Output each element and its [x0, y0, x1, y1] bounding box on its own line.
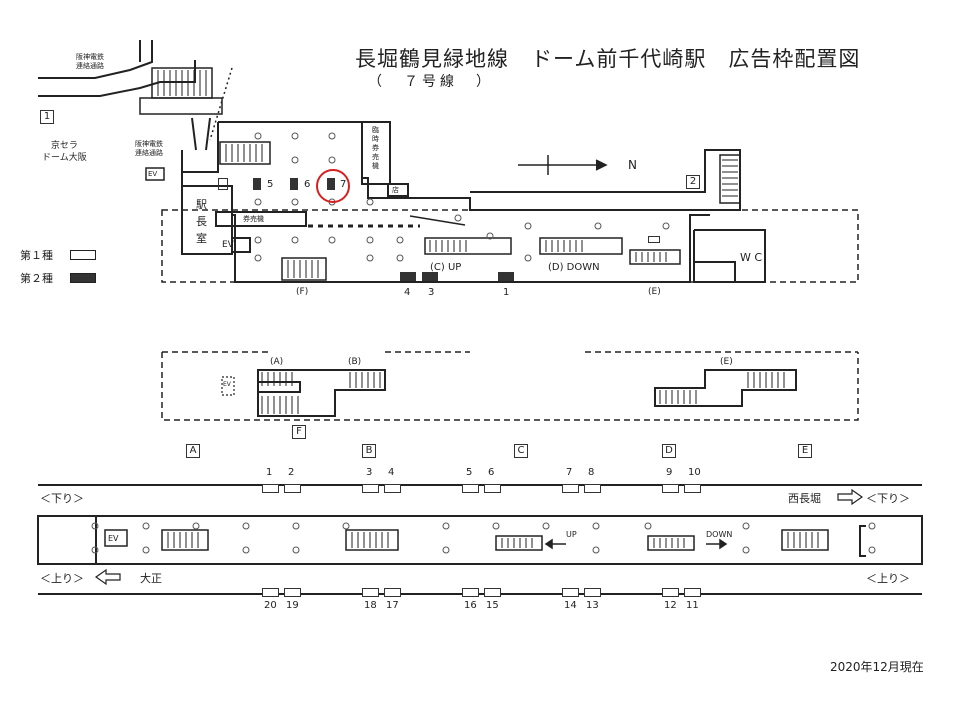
legend-type2-swatch: [70, 273, 96, 283]
platform-ad-frame[interactable]: [384, 484, 401, 493]
ad-frame-1[interactable]: [498, 272, 514, 281]
platform-ad-frame[interactable]: [662, 588, 679, 597]
ad-number-6: 6: [304, 179, 311, 190]
platform-top-number: 10: [688, 467, 701, 478]
legend-type1-label: 第１種: [20, 249, 53, 262]
platform-bottom-number: 20: [264, 600, 277, 611]
platform-ad-frame[interactable]: [262, 484, 279, 493]
platform-ad-frame[interactable]: [684, 484, 701, 493]
platform-bottom-number: 14: [564, 600, 577, 611]
exit-2-box: 2: [686, 175, 700, 189]
platform-top-number: 5: [466, 467, 473, 478]
down-arrow-label: DOWN: [706, 530, 733, 539]
section-c-box: C: [514, 444, 528, 458]
platform-ad-frame[interactable]: [284, 484, 301, 493]
platform-ad-frame[interactable]: [484, 588, 501, 597]
exit-1-box: 1: [40, 110, 54, 124]
platform-top-number: 8: [588, 467, 595, 478]
platform-ad-frame[interactable]: [284, 588, 301, 597]
platform-ad-frame[interactable]: [684, 588, 701, 597]
ad-number-4: 4: [404, 287, 411, 298]
ad-frame-small: [218, 178, 228, 190]
platform-top-number: 4: [388, 467, 395, 478]
ev-label-upper: EV: [148, 170, 158, 178]
platform-ad-frame[interactable]: [662, 484, 679, 493]
shop-label: 店: [392, 186, 399, 194]
north-label: N: [628, 158, 637, 172]
legend-type1-swatch: [70, 250, 96, 260]
platform-bottom-number: 15: [486, 600, 499, 611]
section-e-box: E: [798, 444, 812, 458]
connection-label-2: 阪神電鉄 連絡通路: [135, 140, 163, 157]
platform-ad-frame[interactable]: [362, 484, 379, 493]
down-left-label: ＜下り＞: [40, 492, 84, 505]
platform-ad-frame[interactable]: [262, 588, 279, 597]
station-office-label: 駅 長 室: [196, 198, 207, 245]
stair-c-label: (C) UP: [430, 262, 462, 273]
stair-e-label: (E): [648, 287, 661, 297]
section-a-box: A: [186, 444, 200, 458]
platform-top-number: 1: [266, 467, 273, 478]
stair-a-label: (A): [270, 357, 284, 367]
page-title: 長堀鶴見緑地線 ドーム前千代崎駅 広告枠配置図: [355, 47, 861, 71]
f-box: F: [292, 425, 306, 439]
section-d-box: D: [662, 444, 676, 458]
highlight-circle: [316, 169, 350, 203]
ad-frame-4[interactable]: [400, 272, 416, 281]
section-b-box: B: [362, 444, 376, 458]
ad-number-7: 7: [340, 179, 347, 190]
platform-bottom-number: 19: [286, 600, 299, 611]
platform-top-number: 7: [566, 467, 573, 478]
platform-ad-frame[interactable]: [462, 484, 479, 493]
platform-top-number: 2: [288, 467, 295, 478]
up-right-label: ＜上り＞: [866, 572, 910, 585]
connection-label-1: 阪神電鉄 連絡通路: [76, 53, 104, 70]
ev-label-platform: EV: [108, 534, 119, 543]
platform-bottom-number: 18: [364, 600, 377, 611]
platform-ad-frame[interactable]: [584, 484, 601, 493]
platform-ad-frame[interactable]: [484, 484, 501, 493]
stair-f-label: (F): [296, 287, 309, 297]
platform-bottom-number: 12: [664, 600, 677, 611]
platform-bottom-number: 17: [386, 600, 399, 611]
ad-frame-6[interactable]: [290, 178, 298, 190]
platform-top-number: 6: [488, 467, 495, 478]
up-left-label: ＜上り＞: [40, 572, 84, 585]
kyocera-dome-label: 京セラ ドーム大阪: [42, 141, 87, 163]
platform-ad-frame[interactable]: [562, 484, 579, 493]
platform-top-number: 9: [666, 467, 673, 478]
platform-ad-frame[interactable]: [584, 588, 601, 597]
stair-e-middle-label: (E): [720, 357, 733, 367]
taisho-label: 大正: [140, 572, 162, 585]
ad-frame-3[interactable]: [422, 272, 438, 281]
ticket-booth-label: 券売機: [243, 215, 264, 223]
ad-number-3: 3: [428, 287, 435, 298]
platform-bottom-number: 13: [586, 600, 599, 611]
platform-bottom-number: 11: [686, 600, 699, 611]
stair-d-label: (D) DOWN: [548, 262, 600, 273]
platform-ad-frame[interactable]: [462, 588, 479, 597]
wc-label: W C: [740, 251, 763, 264]
legend-type2-label: 第２種: [20, 272, 53, 285]
up-arrow-label: UP: [566, 530, 577, 539]
ad-number-1: 1: [503, 287, 510, 298]
page-subtitle: （ ７号線 ）: [368, 74, 494, 90]
ad-number-5: 5: [267, 179, 274, 190]
ad-frame-5[interactable]: [253, 178, 261, 190]
nishinagahori-label: 西長堀: [788, 492, 821, 505]
down-right-label: ＜下り＞: [866, 492, 910, 505]
ad-frame-small-2: [648, 236, 660, 243]
platform-ad-frame[interactable]: [562, 588, 579, 597]
date-label: 2020年12月現在: [830, 660, 924, 674]
temp-ticket-label: 臨 時 券 売 機: [372, 126, 379, 170]
platform-top-number: 3: [366, 467, 373, 478]
ev-label-middle: EV: [223, 381, 231, 388]
platform-ad-frame[interactable]: [362, 588, 379, 597]
platform-bottom-number: 16: [464, 600, 477, 611]
platform-ad-frame[interactable]: [384, 588, 401, 597]
ev-label-upper-2: EV: [222, 240, 234, 250]
stair-b-label: (B): [348, 357, 362, 367]
